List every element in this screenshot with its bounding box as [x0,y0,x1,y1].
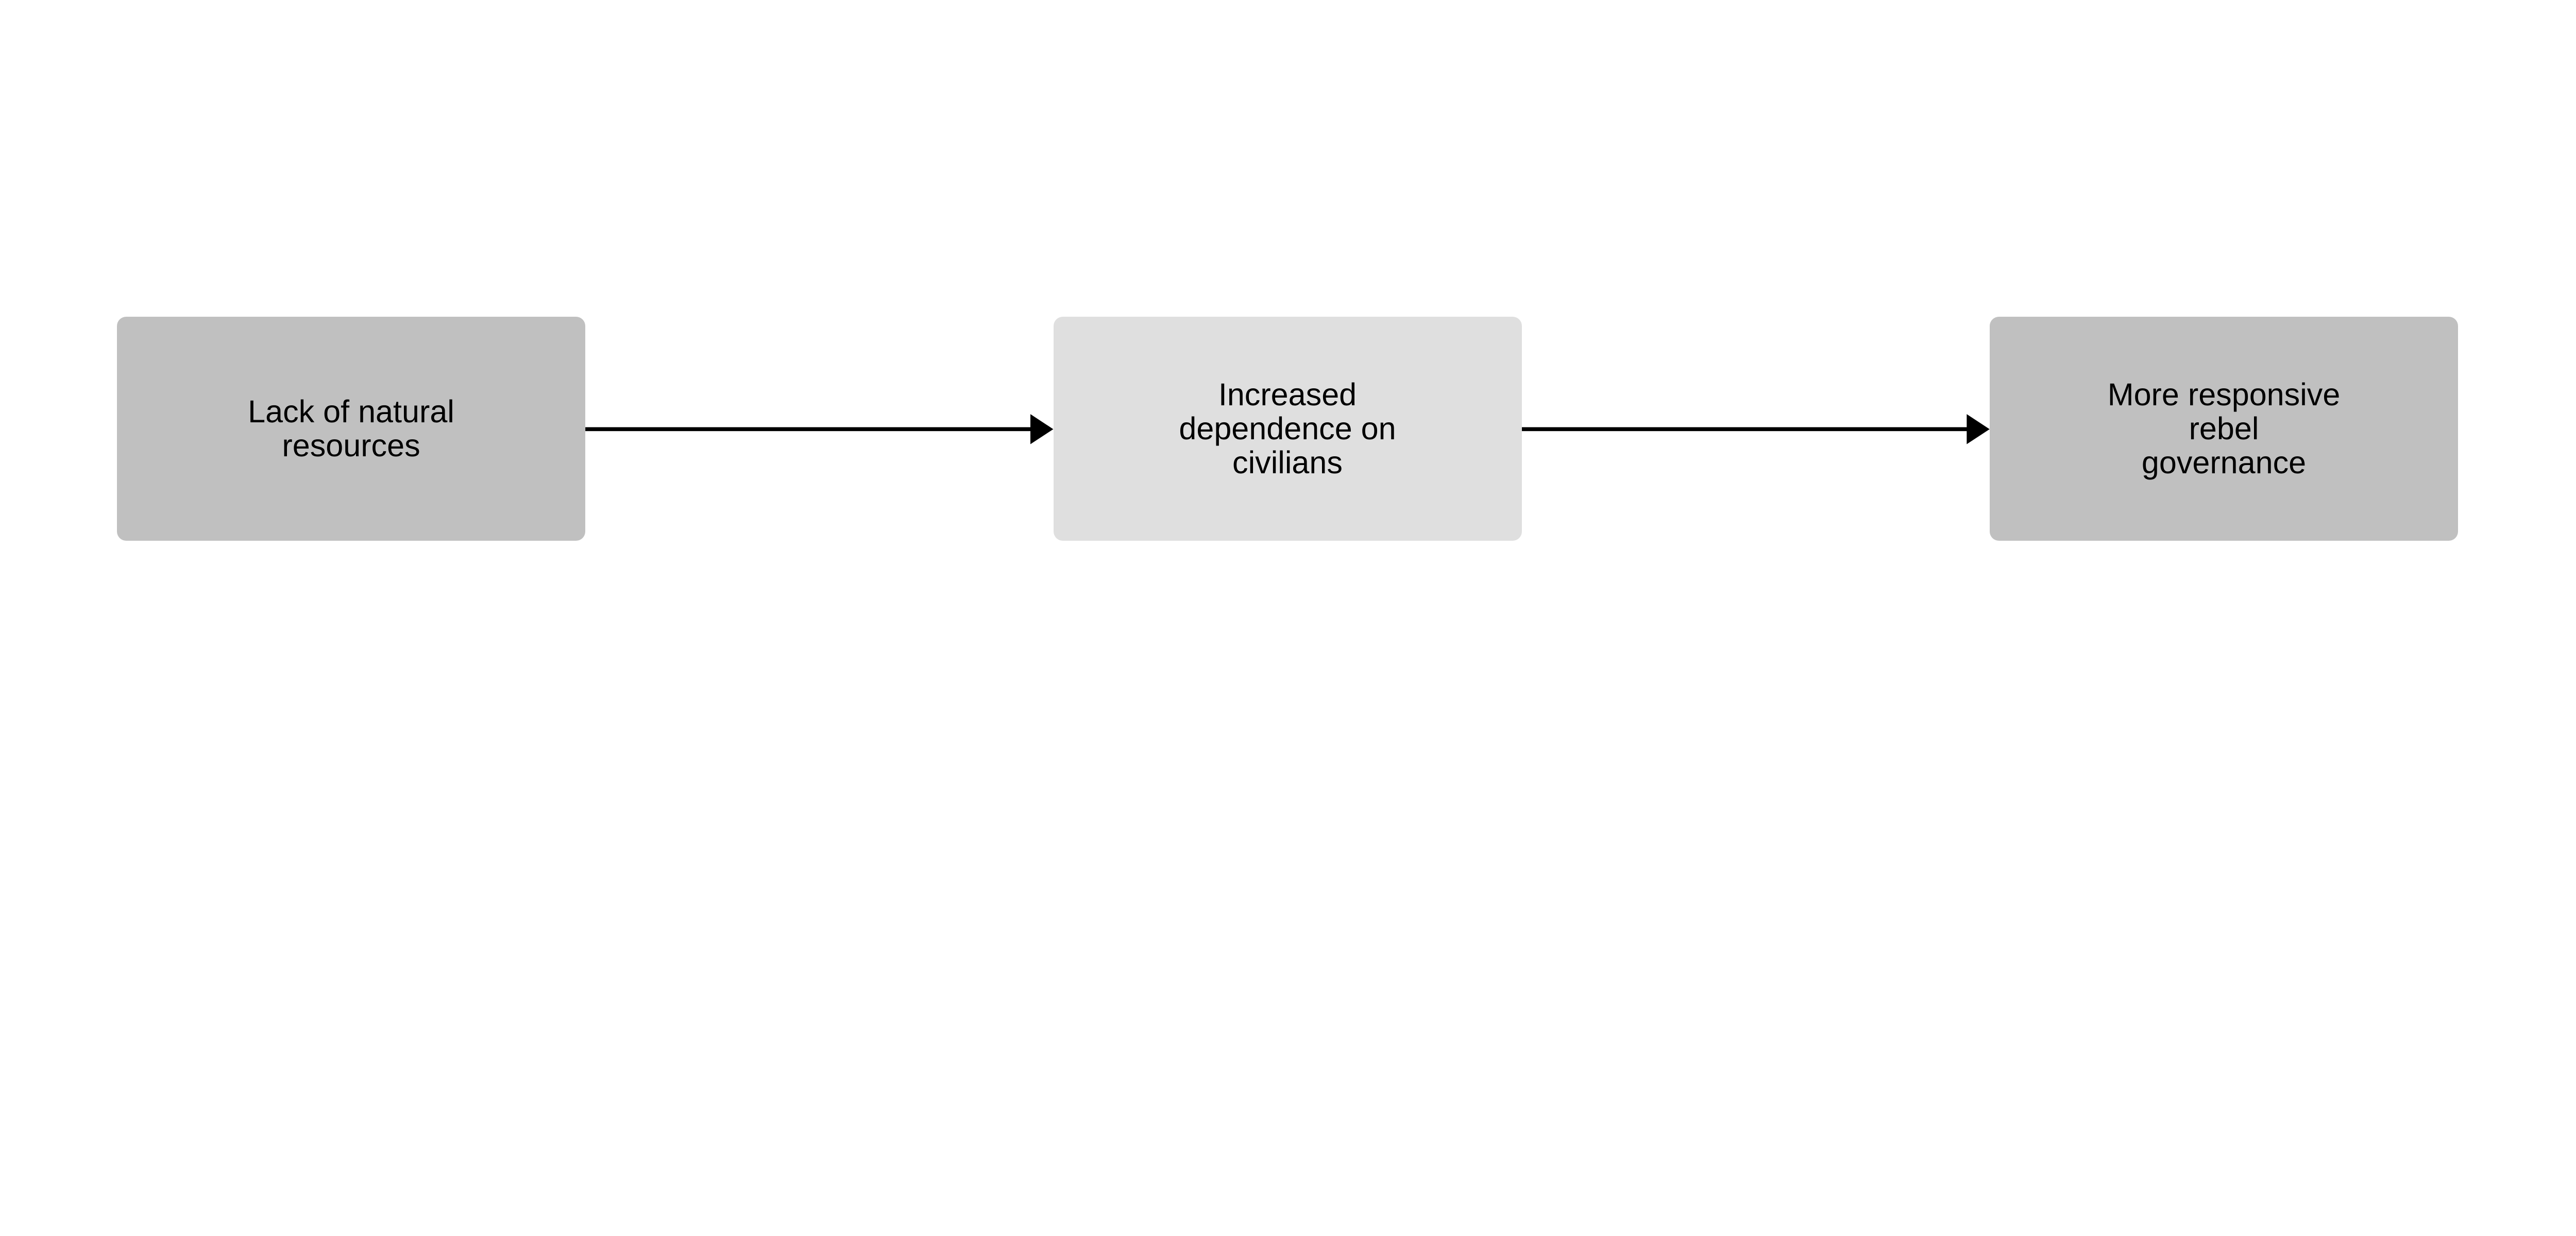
edges-layer [585,414,1990,444]
node-lack-of-natural-resources: Lack of natural resources [117,316,585,541]
node-more-responsive-rebel-governance: More responsive rebel governance [1990,316,2458,541]
arrowhead-icon [1967,414,1990,444]
node-label: Lack of natural resources [248,394,454,464]
arrowhead-icon [1030,414,1054,444]
diagram-canvas: Lack of natural resources Increased depe… [117,316,2458,541]
edge-1-to-2 [1521,414,1990,444]
node-increased-dependence-on-civilians: Increased dependence on civilians [1053,316,1522,541]
edge-0-to-1 [585,414,1054,444]
node-label: More responsive rebel governance [2107,377,2341,480]
node-label: Increased dependence on civilians [1179,377,1396,480]
